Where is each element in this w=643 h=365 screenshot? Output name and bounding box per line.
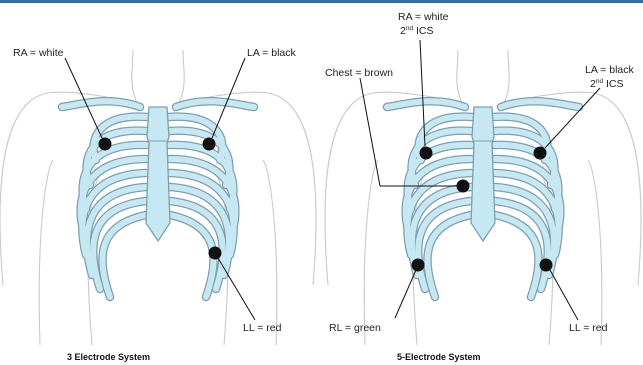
left-la-electrode — [203, 138, 216, 151]
right-rl-label: RL = green — [329, 322, 381, 334]
right-ll-label: LL = red — [569, 322, 608, 334]
left-la-label: LA = black — [247, 47, 296, 59]
right-caption: 5-Electrode System — [397, 352, 481, 362]
right-ra-label: RA = white — [398, 11, 449, 23]
right-ra-electrode — [420, 147, 433, 160]
left-torso-illustration — [0, 50, 316, 345]
left-ra-label: RA = white — [13, 47, 64, 59]
right-chest-label: Chest = brown — [325, 67, 393, 79]
left-ra-electrode — [99, 138, 112, 151]
left-caption: 3 Electrode System — [67, 352, 150, 362]
right-ll-electrode — [540, 259, 553, 272]
right-la-label: LA = black — [585, 64, 634, 76]
right-ra-ics-label: 2nd ICS — [400, 25, 434, 37]
left-ll-label: LL = red — [243, 322, 282, 334]
right-la-electrode — [534, 147, 547, 160]
right-chest-electrode — [457, 180, 470, 193]
right-la-ics-label: 2nd ICS — [590, 78, 624, 90]
right-rl-electrode — [412, 259, 425, 272]
left-ll-electrode — [209, 247, 222, 260]
